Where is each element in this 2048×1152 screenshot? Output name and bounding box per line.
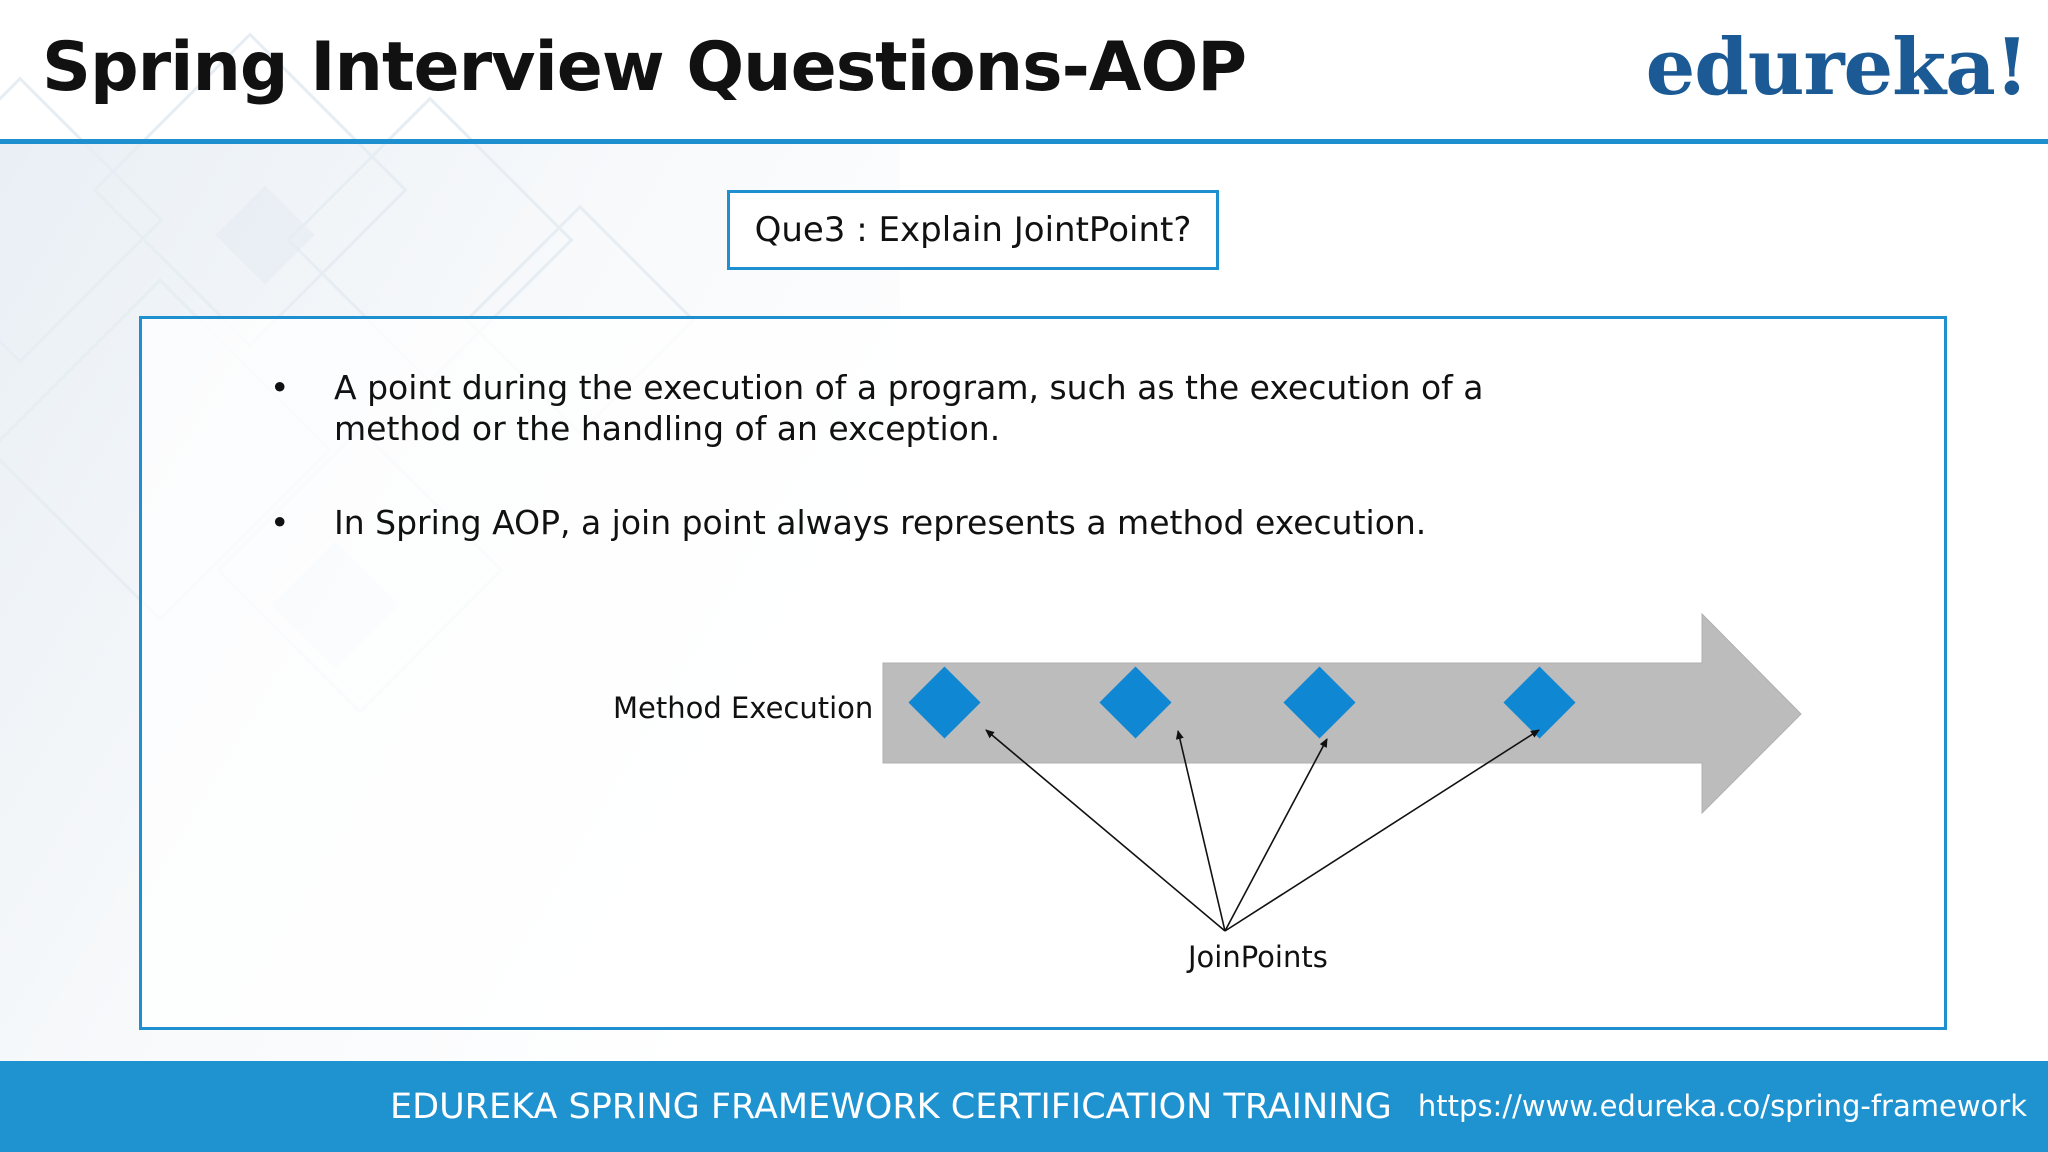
joinpoint-diagram [882, 612, 1802, 932]
bullet-list: • A point during the execution of a prog… [270, 367, 1570, 543]
header-divider [0, 139, 2048, 144]
joinpoints-label: JoinPoints [1188, 940, 1328, 974]
pointer-line [1224, 738, 1328, 932]
pointer-line [1224, 729, 1540, 932]
footer-url-link[interactable]: https://www.edureka.co/spring-framework [1417, 1089, 2027, 1123]
content-panel: • A point during the execution of a prog… [139, 316, 1947, 1030]
footer-bar: EDUREKA SPRING FRAMEWORK CERTIFICATION T… [0, 1061, 2048, 1152]
edureka-logo: edureka! [1645, 22, 2029, 113]
list-item: • A point during the execution of a prog… [270, 367, 1570, 449]
page-title: Spring Interview Questions-AOP [42, 28, 1247, 107]
list-item: • In Spring AOP, a join point always rep… [270, 502, 1570, 543]
question-text: Que3 : Explain JointPoint? [754, 210, 1192, 250]
bullet-icon: • [270, 503, 290, 542]
pointer-line [1175, 730, 1226, 932]
method-execution-label: Method Execution [613, 691, 874, 725]
footer-title: EDUREKA SPRING FRAMEWORK CERTIFICATION T… [390, 1087, 1392, 1127]
pointer-line [985, 729, 1226, 932]
bullet-text: A point during the execution of a progra… [334, 368, 1484, 448]
question-box: Que3 : Explain JointPoint? [727, 190, 1219, 270]
bullet-text: In Spring AOP, a join point always repre… [334, 503, 1427, 542]
bullet-icon: • [270, 368, 290, 407]
